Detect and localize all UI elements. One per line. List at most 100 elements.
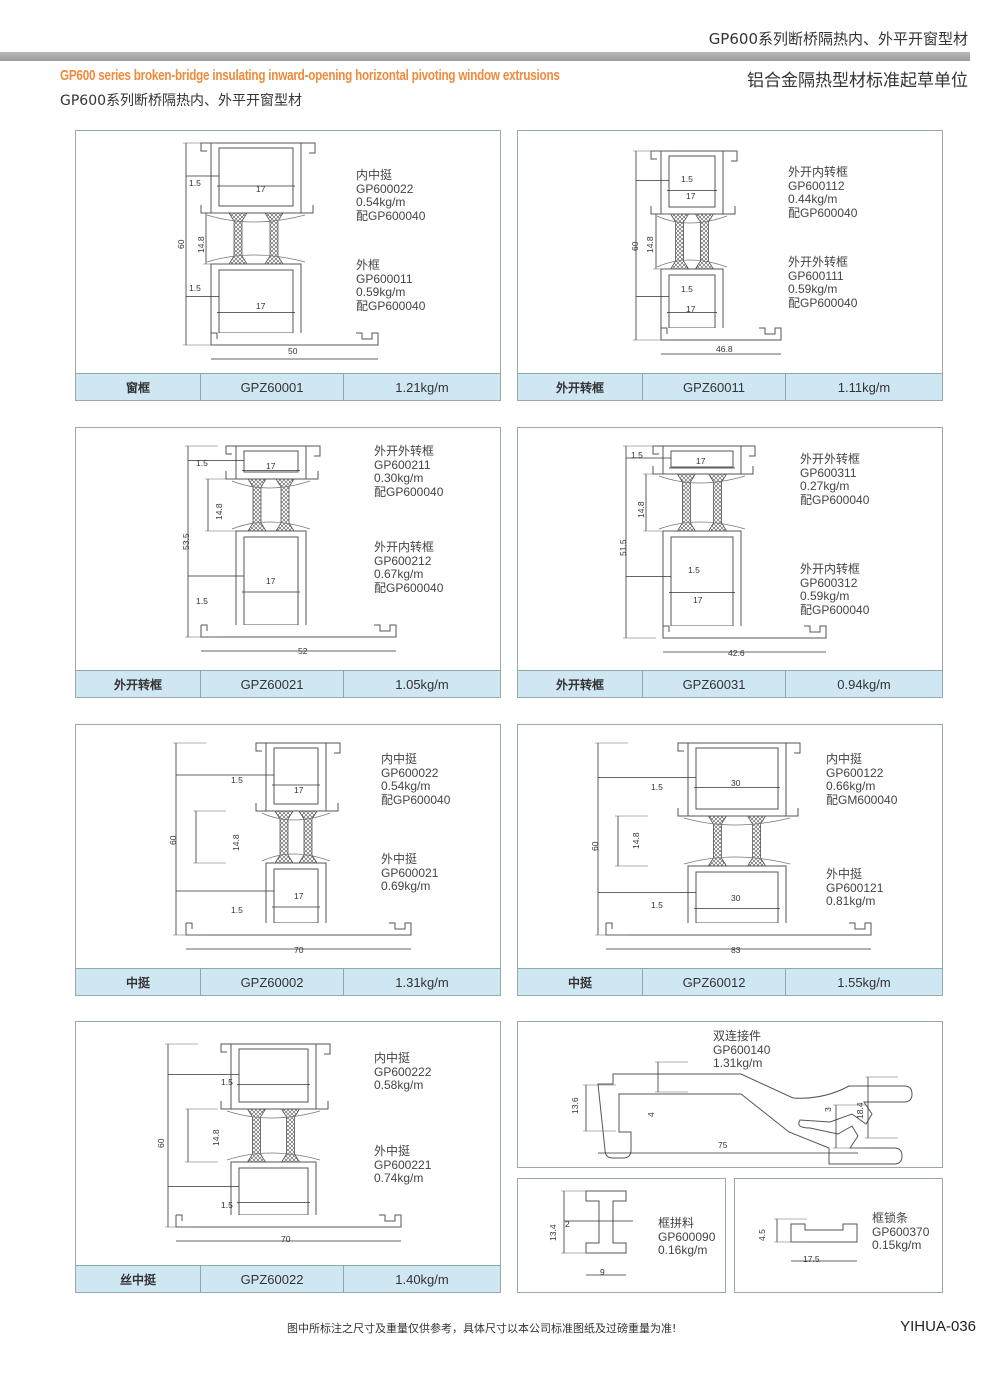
break-contour <box>226 1110 321 1161</box>
assembly-code: GPZ60022 <box>201 1266 344 1292</box>
upper-chamber-inner <box>218 147 294 207</box>
dimension-label: 60 <box>156 1138 166 1148</box>
part-code: GP600011 <box>356 271 413 286</box>
dimension-label: 14.8 <box>214 503 224 520</box>
part-name: 框锁条 <box>872 1211 909 1225</box>
part-code: GP600122 <box>826 765 884 780</box>
thermal-break-strip <box>247 478 267 532</box>
profile-drawing <box>173 742 412 950</box>
part-name: 内中挺 <box>374 1051 411 1065</box>
dimension-label: 17 <box>294 891 304 901</box>
lower-chamber-inner <box>218 269 294 334</box>
lower-chamber-inner <box>243 536 299 626</box>
part-weight: 0.54kg/m <box>381 779 431 793</box>
dimension-label: 70 <box>294 945 304 955</box>
part-weight: 0.44kg/m <box>788 192 838 206</box>
profile-drawing <box>774 1218 858 1262</box>
part-code: GP600090 <box>658 1229 716 1244</box>
break-contour <box>683 817 791 865</box>
part-weight: 0.66kg/m <box>826 779 876 793</box>
base-flange <box>210 332 379 346</box>
dimension-label: 3 <box>823 1107 833 1112</box>
dimension-label: 1.5 <box>651 900 663 910</box>
part-weight: 0.58kg/m <box>374 1078 424 1092</box>
part-pairing: 配GP600040 <box>800 602 870 617</box>
series-title: GP600系列断桥隔热内、外平开窗型材 <box>708 30 968 48</box>
part-weight: 0.30kg/m <box>374 471 424 485</box>
page-title-cn: GP600系列断桥隔热内、外平开窗型材 <box>60 93 303 109</box>
dimension-label: 1.5 <box>631 450 643 460</box>
base-flange <box>605 922 872 936</box>
standard-unit-label: 铝合金隔热型材标准起草单位 <box>747 71 968 91</box>
part-pairing: 配GP600040 <box>788 205 858 220</box>
dimension-label: 46.8 <box>716 344 733 354</box>
profile-type: 丝中挺 <box>76 1266 201 1292</box>
profile-drawing <box>165 1043 402 1242</box>
dimension-label: 1.5 <box>221 1077 233 1087</box>
profile-ears <box>677 742 801 817</box>
assembly-code: GPZ60012 <box>643 969 786 995</box>
dimension-label: 17 <box>693 595 703 605</box>
part-name: 外开内转框 <box>788 165 849 179</box>
dimension-label: 60 <box>168 835 178 845</box>
part-pairing: 配GP600040 <box>800 492 870 507</box>
part-name: 外开内转框 <box>800 562 861 576</box>
dimension-label: 17 <box>266 461 276 471</box>
dimension-label: 60 <box>630 241 640 251</box>
upper-chamber-inner <box>670 450 734 468</box>
total-weight: 1.40kg/m <box>395 1271 449 1287</box>
part-weight: 0.59kg/m <box>800 589 850 603</box>
assembly-code: GPZ60001 <box>201 374 344 400</box>
lower-chamber-inner <box>670 536 734 627</box>
dimension-label: 14.8 <box>211 1129 221 1146</box>
part-code: GP600312 <box>800 575 858 590</box>
dimension-label: 17 <box>256 184 266 194</box>
page-number: YIHUA-036 <box>900 1318 976 1335</box>
dimension-label: 30 <box>731 893 741 903</box>
break-contour <box>658 475 746 530</box>
part-pairing: 配GP600040 <box>374 580 444 595</box>
part-name: 内中挺 <box>381 752 418 766</box>
part-weight: 0.59kg/m <box>788 282 838 296</box>
dimension-label: 17 <box>294 785 304 795</box>
part-code: GP600212 <box>374 553 432 568</box>
part-weight: 0.69kg/m <box>381 879 431 893</box>
dimension-label: 1.5 <box>231 775 243 785</box>
part-weight: 0.74kg/m <box>374 1171 424 1185</box>
page-title-en: GP600 series broken-bridge insulating in… <box>60 67 560 84</box>
profile-drawing <box>595 742 872 950</box>
profile-drawing <box>583 1061 913 1165</box>
dimension-label: 70 <box>281 1234 291 1244</box>
dimension-label: 14.8 <box>636 501 646 518</box>
total-weight: 0.94kg/m <box>837 676 891 692</box>
dimension-label: 60 <box>176 239 186 249</box>
dimension-label: 1.5 <box>189 283 201 293</box>
part-weight: 0.15kg/m <box>872 1238 922 1252</box>
part-code: GP600022 <box>381 765 439 780</box>
dimension-label: 52 <box>298 646 308 656</box>
upper-chamber-inner <box>238 1048 309 1103</box>
dimension-label: 4 <box>646 1112 656 1117</box>
part-pairing: 配GP600040 <box>356 298 426 313</box>
part-weight: 0.54kg/m <box>356 195 406 209</box>
part-name: 外中挺 <box>381 852 418 866</box>
lower-chamber-inner <box>273 868 319 924</box>
dimension-label: 50 <box>288 346 298 356</box>
lower-chamber-inner <box>238 1167 309 1216</box>
